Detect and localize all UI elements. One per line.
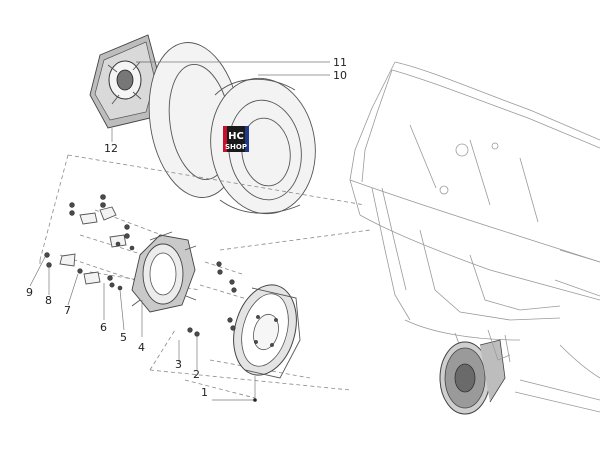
callout-2: 2 [193, 368, 200, 381]
logo-text-shop: SHOP [225, 143, 247, 151]
callout-7: 7 [64, 304, 71, 317]
callout-8: 8 [45, 294, 52, 307]
part-4-brake-plate [131, 231, 197, 313]
callout-1: 1 [201, 386, 208, 399]
part-12-hub-cover [89, 34, 161, 129]
logo-text-hc: HC [228, 131, 244, 142]
callout-3: 3 [175, 358, 182, 371]
callout-6: 6 [100, 321, 107, 334]
part-1-wheel-rim [233, 284, 301, 379]
callout-5: 5 [120, 331, 127, 344]
callout-4: 4 [138, 341, 145, 354]
callout-labels: 1 2 3 4 5 6 7 8 9 10 11 12 [26, 56, 347, 399]
callout-10: 10 [333, 69, 347, 82]
scooter-front-body [349, 61, 600, 413]
callout-11: 11 [333, 56, 347, 69]
part-10-inner-tube [210, 77, 316, 215]
leader-lines [29, 61, 330, 402]
fasteners [44, 194, 237, 337]
callout-12: 12 [104, 142, 118, 155]
brake-drum-assembly [439, 329, 511, 415]
hc-shop-logo: HC SHOP [223, 126, 249, 152]
callout-9: 9 [26, 286, 33, 299]
